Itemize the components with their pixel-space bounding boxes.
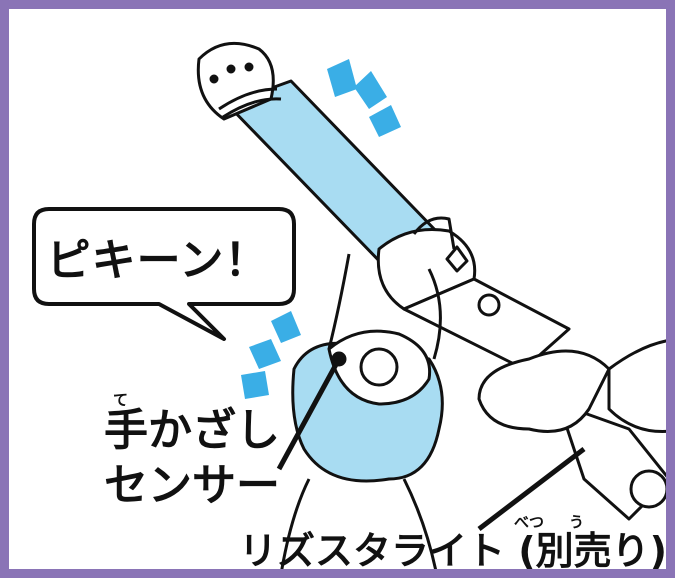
sensor-label-line1: 手かざし	[104, 405, 280, 456]
motion-lines-icon	[327, 59, 401, 137]
hand-illustration	[412, 216, 666, 433]
sensor-label-line2: センサー	[104, 460, 280, 511]
wand-illustration	[196, 41, 666, 521]
speech-bubble-shape	[32, 207, 296, 341]
arm-outline	[327, 253, 442, 360]
furigana-betsu: べつ	[514, 513, 545, 531]
arm-outline	[280, 478, 437, 569]
illustration-art	[32, 41, 666, 569]
speech-bubble-text: ピキーン！	[46, 235, 270, 286]
wand-leader-line	[477, 447, 586, 531]
product-label: リズスタライト (別売り)	[239, 529, 667, 573]
motion-lines-icon	[241, 311, 301, 399]
furigana-te: て	[113, 391, 129, 409]
furigana-u: う	[569, 513, 585, 531]
sensor-leader-line	[276, 357, 342, 471]
